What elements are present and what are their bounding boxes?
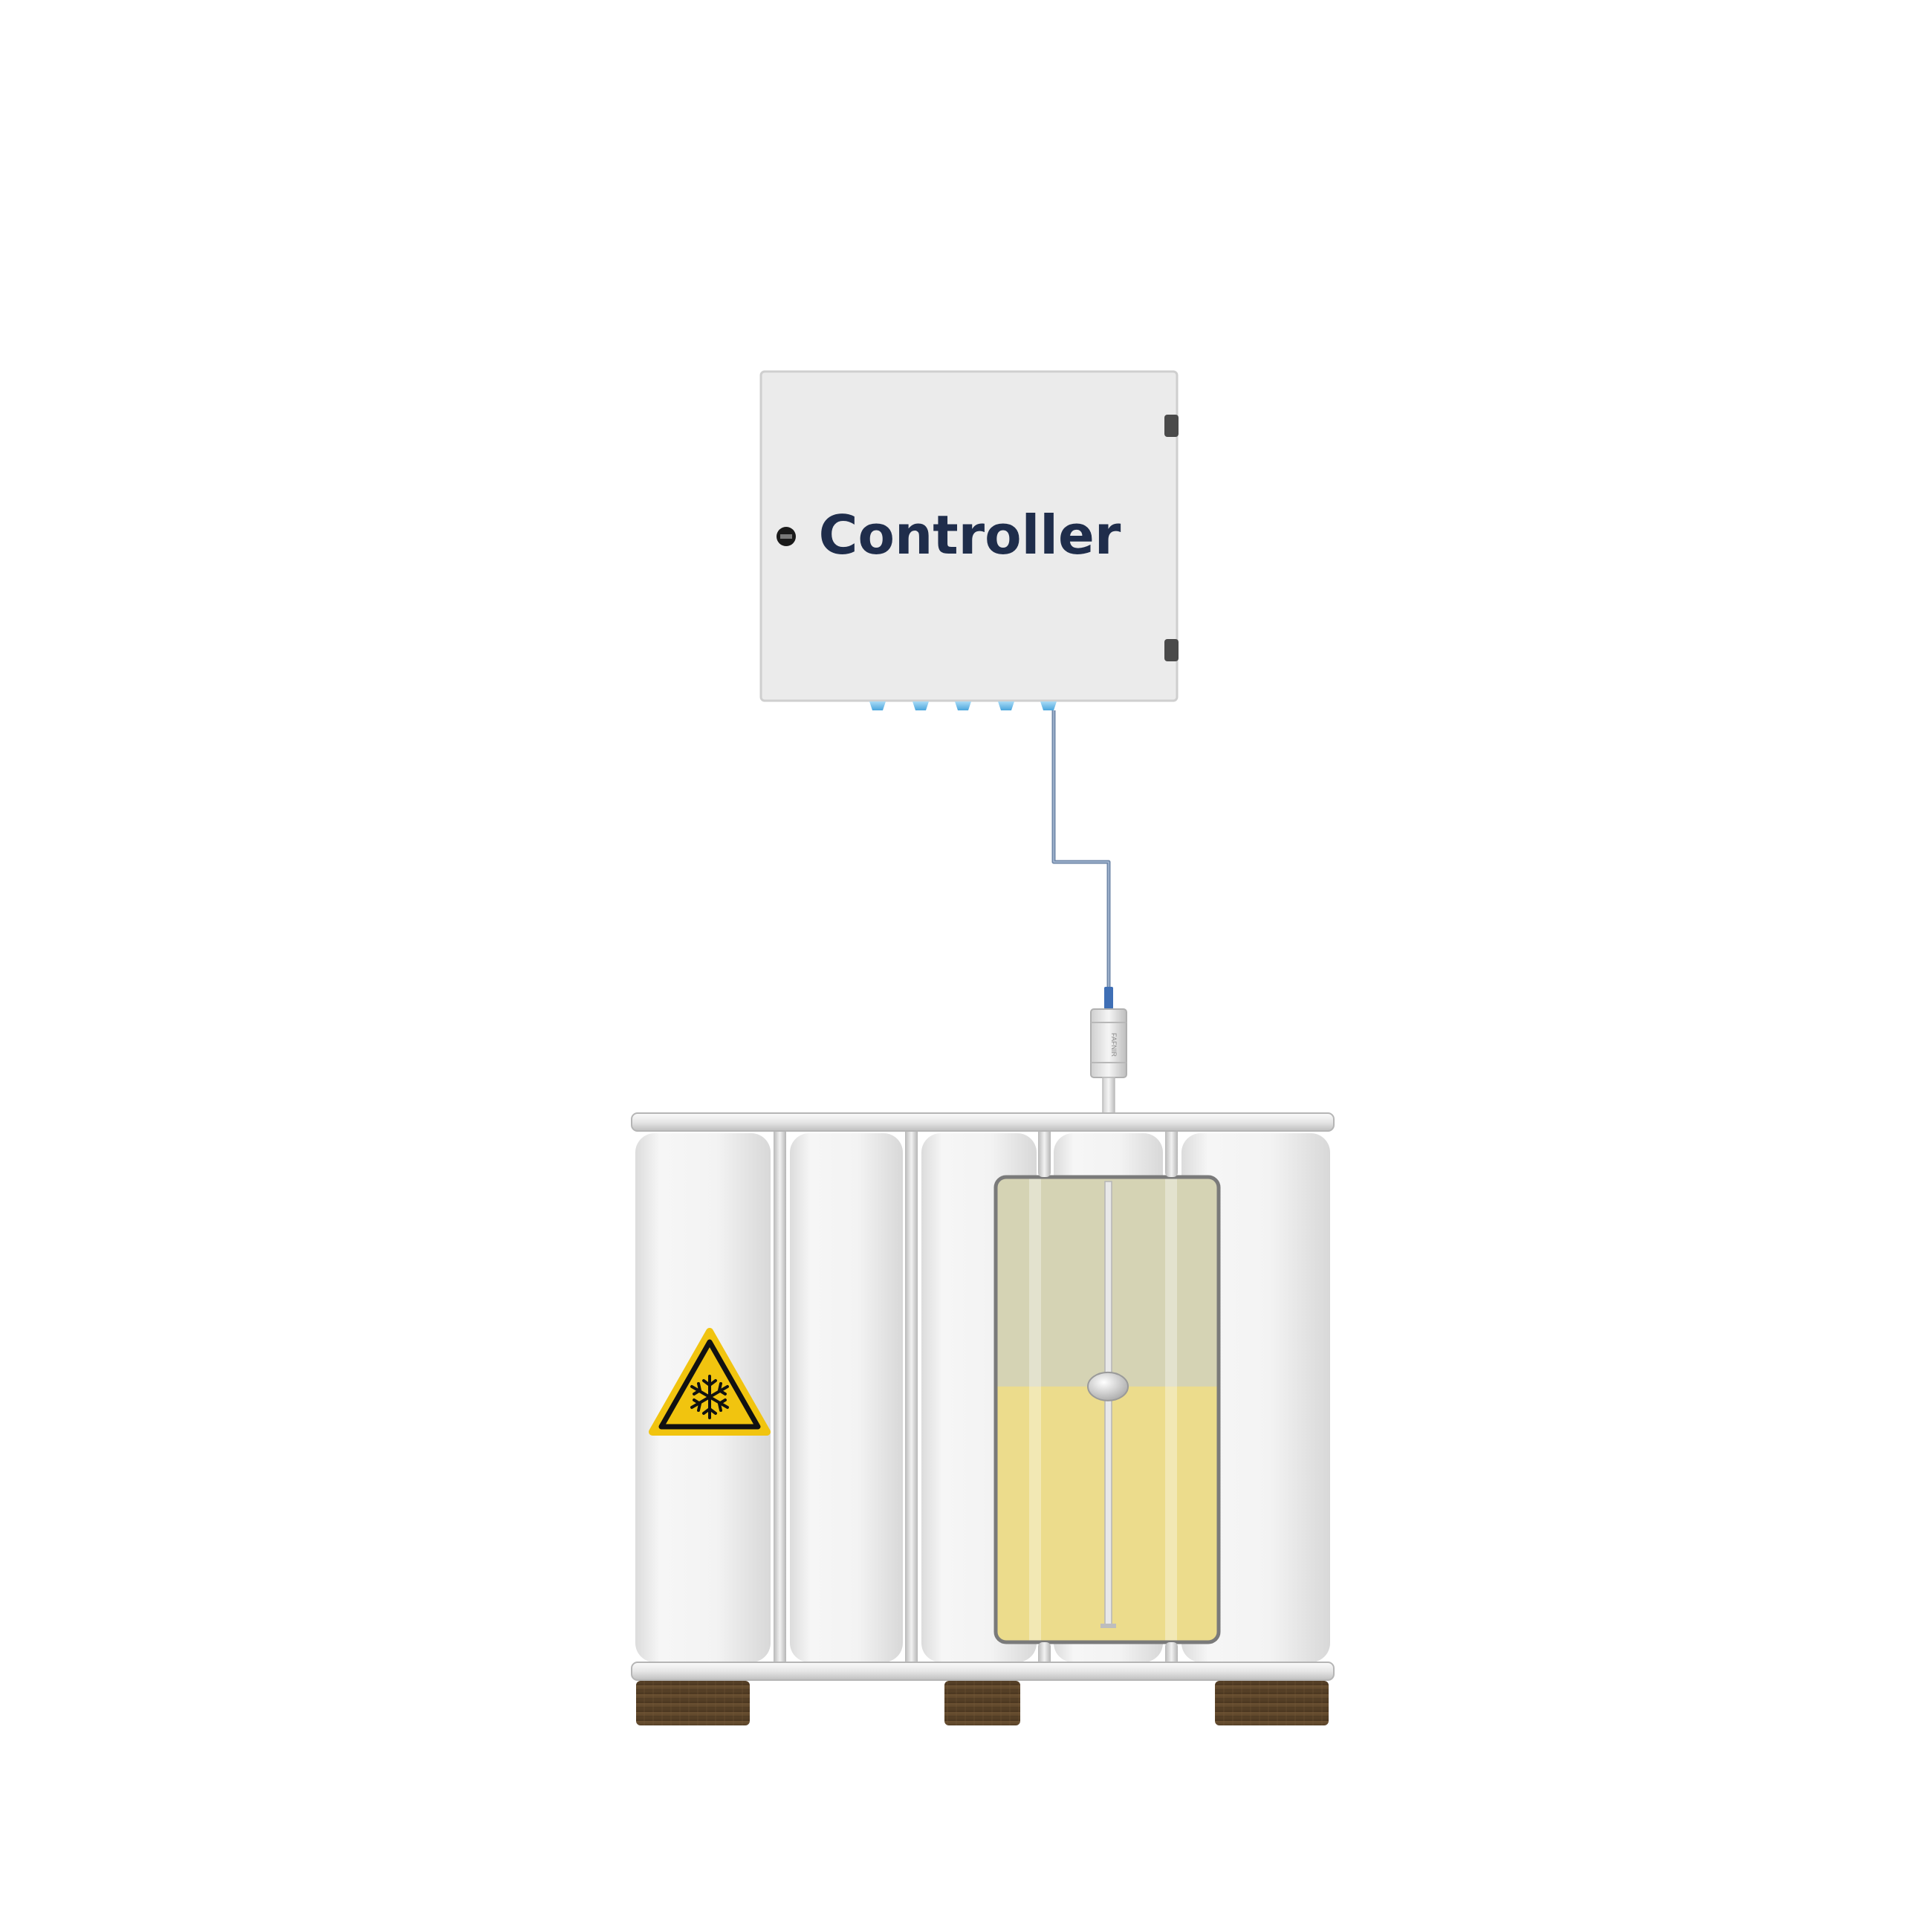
sensor-probe-end xyxy=(1100,1624,1116,1628)
cutaway-border xyxy=(993,1175,1221,1644)
bottle-panel xyxy=(790,1133,903,1662)
cage-post xyxy=(1038,1124,1051,1177)
ibc-tank xyxy=(631,1112,1335,1725)
cable-glands xyxy=(869,701,1057,710)
sensor-connector xyxy=(1104,987,1113,1009)
cabinet-hinge-bottom xyxy=(1164,639,1179,661)
cage-bottom-rail xyxy=(631,1662,1335,1681)
signal-cable-highlight xyxy=(1053,710,1109,988)
cable-gland xyxy=(869,701,886,710)
cage-post xyxy=(905,1124,918,1672)
pallet xyxy=(636,1681,1329,1725)
cable-gland xyxy=(955,701,971,710)
controller-label: Controller xyxy=(819,504,1121,566)
signal-cable xyxy=(1051,710,1111,988)
cabinet-lock-icon xyxy=(777,527,796,546)
controller-cabinet: Controller xyxy=(759,370,1179,710)
low-temperature-snowflake-icon xyxy=(649,1328,771,1436)
cutaway-shine xyxy=(1029,1179,1041,1641)
level-float xyxy=(1087,1371,1129,1401)
sensor-brand-label: FAFNIR xyxy=(1110,1033,1118,1057)
sensor-probe-rod xyxy=(1104,1181,1112,1628)
cage-post xyxy=(1165,1124,1178,1177)
pallet-block xyxy=(944,1681,1020,1725)
cutaway-shine xyxy=(1165,1179,1177,1641)
cabinet-hinge-top xyxy=(1164,415,1179,437)
cable-gland xyxy=(912,701,929,710)
tank-cutaway-window xyxy=(993,1175,1221,1644)
cabinet-body xyxy=(759,370,1179,702)
sensor-stem xyxy=(1102,1077,1115,1114)
cage-posts xyxy=(774,1124,1178,1672)
cage-top-rail xyxy=(631,1112,1335,1132)
cable-gland xyxy=(1040,701,1057,710)
sensor-housing xyxy=(1090,1008,1127,1078)
cage-post xyxy=(774,1124,786,1672)
level-sensor-head: FAFNIR xyxy=(1090,987,1127,1114)
cable-gland xyxy=(998,701,1014,710)
pallet-block xyxy=(1215,1681,1329,1725)
pallet-block xyxy=(636,1681,750,1725)
